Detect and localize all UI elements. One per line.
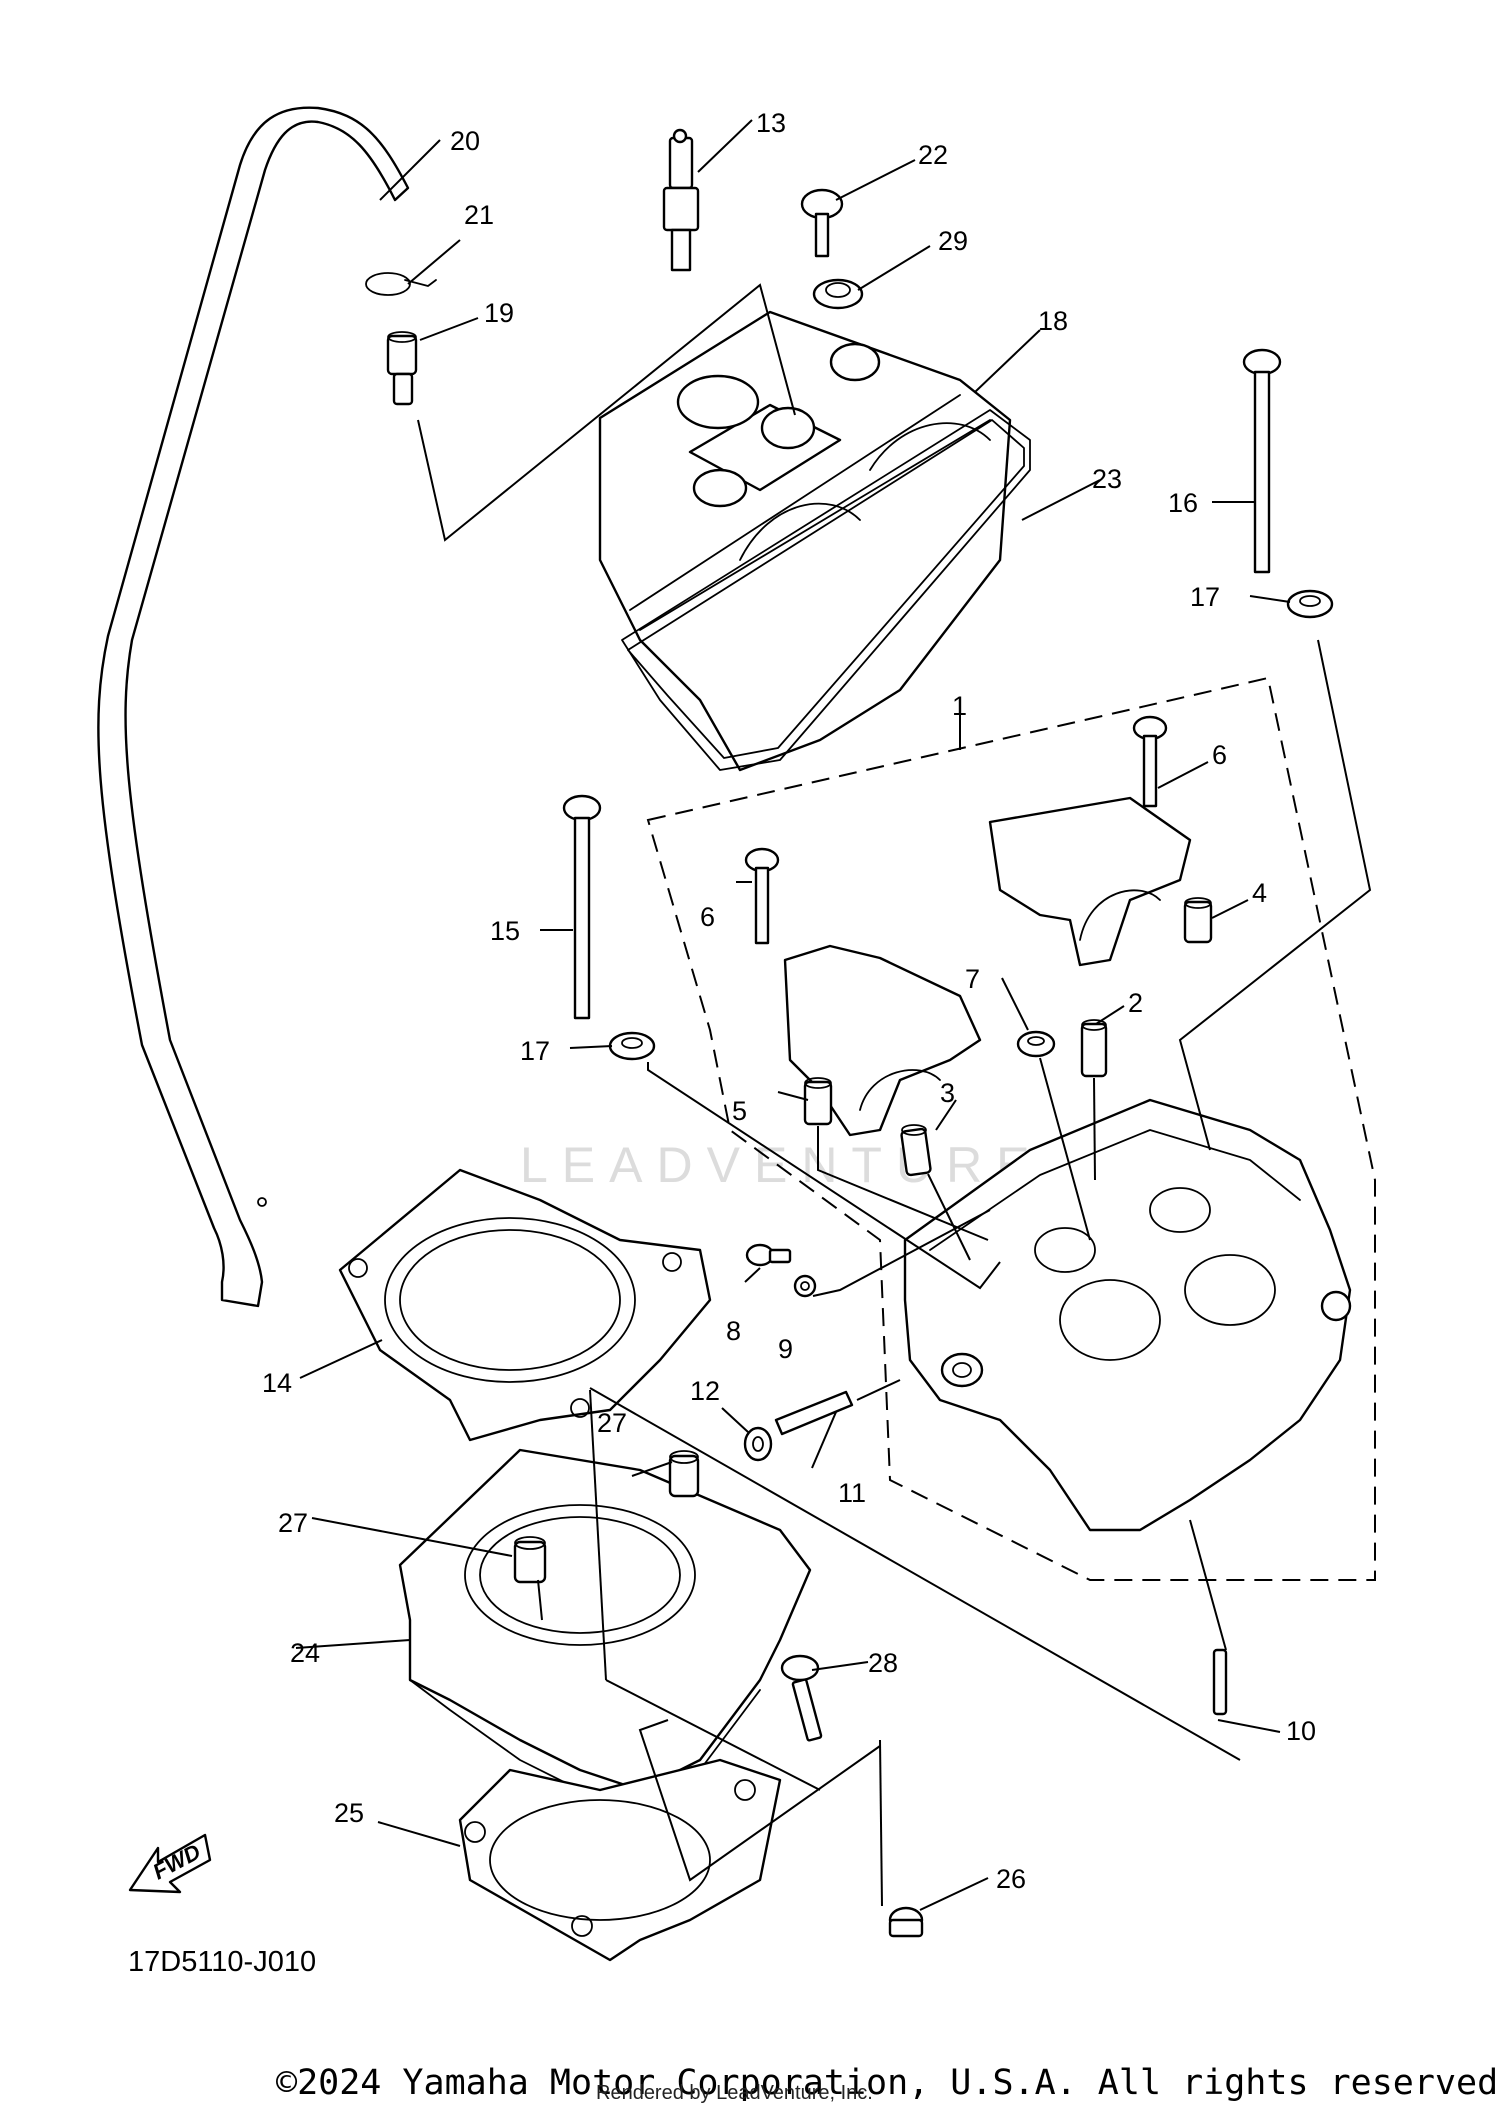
callout-12: 12 (690, 1376, 720, 1406)
dowel-27-b (668, 1450, 700, 1498)
callout-3: 3 (940, 1078, 955, 1108)
assembly-boundary (646, 676, 1376, 1581)
dowel-pin-5 (803, 1077, 833, 1126)
cylinder-base-gasket (458, 1758, 782, 1962)
cylinder-head-cover (598, 310, 1012, 772)
cylinder-head-gasket (338, 1168, 712, 1442)
leader-lines (295, 119, 1372, 1911)
washer-right (1286, 589, 1334, 619)
callout-6-right: 6 (1212, 740, 1227, 770)
spark-plug (662, 128, 700, 272)
callout-26: 26 (996, 1864, 1026, 1894)
callout-6-left: 6 (700, 902, 715, 932)
head-bolt-right (1242, 348, 1282, 574)
fwd-arrow: FWD (128, 1833, 212, 1894)
callout-10: 10 (1286, 1716, 1316, 1746)
callout-18: 18 (1038, 306, 1068, 336)
callout-13: 13 (756, 108, 786, 138)
camshaft-cap-intake (744, 847, 982, 1137)
washer-9 (793, 1274, 817, 1298)
flange-nut-26 (888, 1906, 924, 1938)
callout-24: 24 (290, 1638, 320, 1668)
callout-22: 22 (918, 140, 948, 170)
cover-grommet (812, 278, 864, 310)
callout-11: 11 (838, 1478, 866, 1508)
callout-28: 28 (868, 1648, 898, 1678)
grommet-7 (1016, 1030, 1056, 1058)
cylinder-head (903, 1098, 1352, 1532)
guide-3 (900, 1124, 932, 1177)
hose-clip (365, 272, 437, 296)
diagram-code: 17D5110-J010 (128, 1946, 317, 1978)
nut-12 (743, 1426, 773, 1462)
camshaft-cap-exhaust (988, 715, 1192, 967)
callout-17-right: 17 (1190, 582, 1220, 612)
head-cover-gasket (621, 409, 1031, 771)
callout-27-left: 27 (278, 1508, 308, 1538)
callout-2: 2 (1128, 988, 1143, 1018)
cylinder (398, 1448, 812, 1801)
guide-2 (1080, 1019, 1108, 1078)
cylinder-bolt-28 (780, 1654, 823, 1742)
callout-17-left: 17 (520, 1036, 550, 1066)
callout-14: 14 (262, 1368, 292, 1398)
bolt-8 (745, 1243, 792, 1267)
callout-19: 19 (484, 298, 514, 328)
hose-fitting (386, 331, 418, 406)
callout-25: 25 (334, 1798, 364, 1828)
callout-21: 21 (464, 200, 494, 230)
head-bolt-left (562, 794, 602, 1020)
callout-1: 1 (952, 691, 967, 721)
stud-bolt-10 (1212, 1648, 1228, 1716)
callout-9: 9 (778, 1334, 793, 1364)
dowel-27-a (513, 1536, 547, 1584)
callout-20: 20 (450, 126, 480, 156)
callout-27-right: 27 (597, 1408, 627, 1438)
rendered-by-notice: Rendered by LeadVenture, Inc. (596, 2082, 873, 2104)
callout-16: 16 (1168, 488, 1198, 518)
copyright-notice: ©2024 Yamaha Motor Corporation, U.S.A. A… (276, 2063, 1500, 2103)
callout-23: 23 (1092, 464, 1122, 494)
cover-bolt (800, 188, 844, 258)
callout-5: 5 (732, 1096, 747, 1126)
breather-hose (97, 106, 410, 1308)
callout-29: 29 (938, 226, 968, 256)
washer-left (608, 1031, 656, 1061)
callout-7: 7 (965, 964, 980, 994)
watermark-text: LEADVENTURE (520, 1137, 1044, 1193)
callout-8: 8 (726, 1316, 741, 1346)
dowel-pin-4 (1183, 897, 1213, 944)
callout-labels: 1 2 3 4 5 6 6 7 8 9 10 11 12 13 14 15 16… (262, 108, 1316, 1894)
callout-15: 15 (490, 916, 520, 946)
stud-bolt-11 (774, 1390, 854, 1436)
callout-4: 4 (1252, 878, 1267, 908)
